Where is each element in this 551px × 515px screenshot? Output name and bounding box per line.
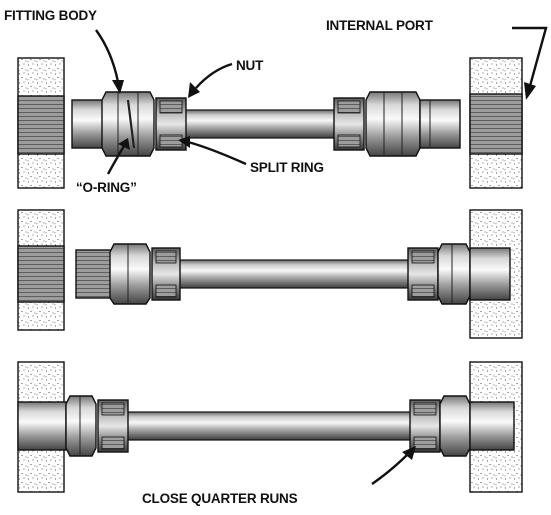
label-internal-port: INTERNAL PORT xyxy=(326,18,434,33)
arrow-nut xyxy=(195,62,233,89)
label-split-ring: SPLIT RING xyxy=(250,160,324,175)
arrowhead-close-quarter-runs xyxy=(402,446,416,460)
tube-2 xyxy=(177,259,419,289)
nut-left-2 xyxy=(151,247,181,301)
fitting-body-right-3 xyxy=(409,395,515,457)
label-fitting-body: FITTING BODY xyxy=(4,8,97,23)
fitting-body-left-3 xyxy=(17,395,97,457)
fitting-body-left-1 xyxy=(71,91,155,157)
arrowhead-split-ring xyxy=(178,136,190,148)
arrowhead-internal-port xyxy=(524,82,536,100)
assembly-1 xyxy=(17,57,523,189)
label-o-ring: “O-RING” xyxy=(76,180,137,195)
assembly-2 xyxy=(17,209,523,339)
arrow-o-ring xyxy=(106,145,126,175)
tube-3 xyxy=(109,411,421,441)
tube-1 xyxy=(169,109,351,139)
label-nut: NUT xyxy=(236,58,264,73)
left-wall-2 xyxy=(17,209,65,331)
assembly-3 xyxy=(17,361,523,493)
arrow-split-ring xyxy=(187,140,247,166)
arrowhead-o-ring xyxy=(118,138,130,150)
arrow-fitting-body xyxy=(95,29,120,83)
arrow-close-quarter-runs xyxy=(371,453,409,485)
fitting-body-right-2 xyxy=(407,243,511,305)
left-wall-1 xyxy=(17,57,65,189)
arrowhead-fitting-body xyxy=(112,80,124,94)
fitting-body-left-2 xyxy=(75,243,151,305)
arrowhead-nut xyxy=(188,82,200,98)
nut-left-3 xyxy=(97,399,129,453)
right-wall-1 xyxy=(469,57,523,189)
arrow-internal-port xyxy=(512,26,548,87)
label-close-quarter-runs: CLOSE QUARTER RUNS xyxy=(142,491,298,506)
leader-arrows xyxy=(95,26,548,485)
nut-right-1 xyxy=(333,97,365,151)
fitting-body-right-1 xyxy=(365,91,461,157)
